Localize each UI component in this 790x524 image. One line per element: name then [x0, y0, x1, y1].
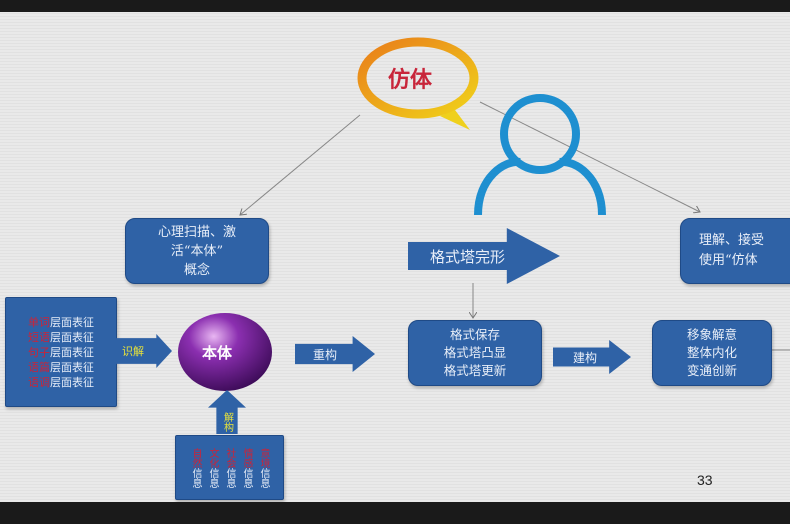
info-column: 意境信息 — [258, 447, 269, 488]
info-column: 社会信息 — [224, 447, 235, 488]
sphere-label: 本体 — [202, 344, 233, 362]
understand-line: 使用“仿体 — [699, 253, 758, 268]
representation-box: 单词层面表征 短语层面表征 句子层面表征 语篇层面表征 语调层面表征 — [5, 297, 117, 407]
line-bubble-to-concept — [240, 114, 361, 215]
line-person-to-understand — [479, 101, 700, 212]
bubble-label: 仿体 — [388, 68, 433, 93]
understand-box: 理解、接受 使用“仿体 — [680, 218, 790, 284]
representation-row: 语篇层面表征 — [28, 360, 94, 374]
representation-row: 短语层面表征 — [28, 330, 94, 344]
person-icon — [474, 94, 606, 216]
page-number: 33 — [697, 472, 713, 488]
construe-arrow-label: 识解 — [122, 345, 144, 358]
understand-line: 理解、接受 — [699, 233, 765, 248]
gestalt-line: 格式塔更新 — [443, 363, 507, 378]
info-column: 自然信息 — [190, 447, 201, 488]
slide: 仿体 心理扫描、激 活“本体” 概念 格式塔完形 理解、接受 使用“仿体 单词层… — [0, 12, 790, 502]
concept-line: 概念 — [183, 262, 210, 278]
concept-line: 活“本体” — [170, 243, 224, 259]
build-arrow-label: 建构 — [573, 350, 598, 365]
gestalt-line: 格式塔凸显 — [443, 345, 507, 360]
connectors — [178, 37, 790, 391]
info-column: 情感信息 — [241, 447, 252, 488]
gestalt-line: 格式保存 — [449, 327, 500, 342]
concept-line: 心理扫描、激 — [157, 224, 236, 240]
representation-row: 句子层面表征 — [28, 345, 94, 359]
result-line: 移象解意 — [686, 327, 737, 342]
info-column: 文化信息 — [207, 447, 218, 488]
sphere-shape — [178, 313, 272, 391]
result-line: 变通创新 — [686, 363, 737, 378]
info-box: 自然信息 文化信息 社会信息 情感信息 意境信息 — [175, 435, 284, 500]
deconstruct-arrow-label: 解构 — [221, 412, 233, 432]
representation-row: 语调层面表征 — [28, 375, 94, 389]
gestalt-box: 格式保存 格式塔凸显 格式塔更新 — [408, 320, 542, 386]
result-line: 整体内化 — [686, 345, 737, 360]
gestalt-arrow-label: 格式塔完形 — [430, 247, 506, 266]
speech-bubble-icon — [357, 37, 479, 130]
result-box: 移象解意 整体内化 变通创新 — [652, 320, 772, 386]
concept-box: 心理扫描、激 活“本体” 概念 — [125, 218, 269, 284]
representation-row: 单词层面表征 — [28, 315, 94, 329]
reconstruct-arrow-label: 重构 — [313, 347, 338, 362]
